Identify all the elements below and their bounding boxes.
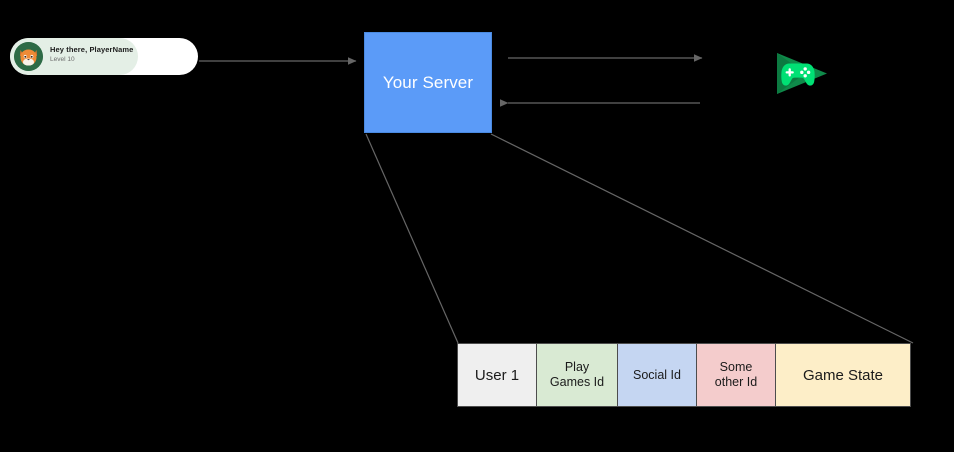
cell-play-games-id[interactable]: Play Games Id: [536, 343, 618, 407]
connector-server-to-table-right: [490, 133, 914, 344]
user-record-table: User 1 Play Games Id Social Id Some othe…: [457, 343, 911, 407]
cell-social-id[interactable]: Social Id: [617, 343, 697, 407]
card-level-text: Level 10: [50, 56, 75, 63]
player-greeting-card[interactable]: Hey there, PlayerName Level 10: [10, 38, 198, 75]
connector-server-to-table-left: [365, 133, 459, 344]
other-id-line-2: other Id: [714, 375, 758, 389]
cell-user[interactable]: User 1: [457, 343, 537, 407]
cell-game-state-label: Game State: [802, 366, 884, 384]
google-play-games-icon[interactable]: [775, 51, 829, 96]
play-games-line-1: Play: [564, 360, 590, 374]
cell-user-label: User 1: [474, 366, 520, 384]
card-greeting-text: Hey there, PlayerName: [50, 45, 134, 54]
server-label: Your Server: [382, 72, 474, 92]
cell-some-other-id-label: Some other Id: [715, 360, 757, 390]
cell-play-games-id-label: Play Games Id: [550, 360, 604, 390]
cell-social-id-label: Social Id: [633, 367, 681, 382]
fox-avatar-icon: [14, 42, 43, 71]
play-games-line-2: Games Id: [549, 375, 605, 389]
card-text-block: Hey there, PlayerName Level 10: [50, 44, 190, 65]
cell-game-state[interactable]: Game State: [775, 343, 911, 407]
your-server-box[interactable]: Your Server: [364, 32, 492, 133]
cell-some-other-id[interactable]: Some other Id: [696, 343, 776, 407]
other-id-line-1: Some: [719, 360, 753, 374]
